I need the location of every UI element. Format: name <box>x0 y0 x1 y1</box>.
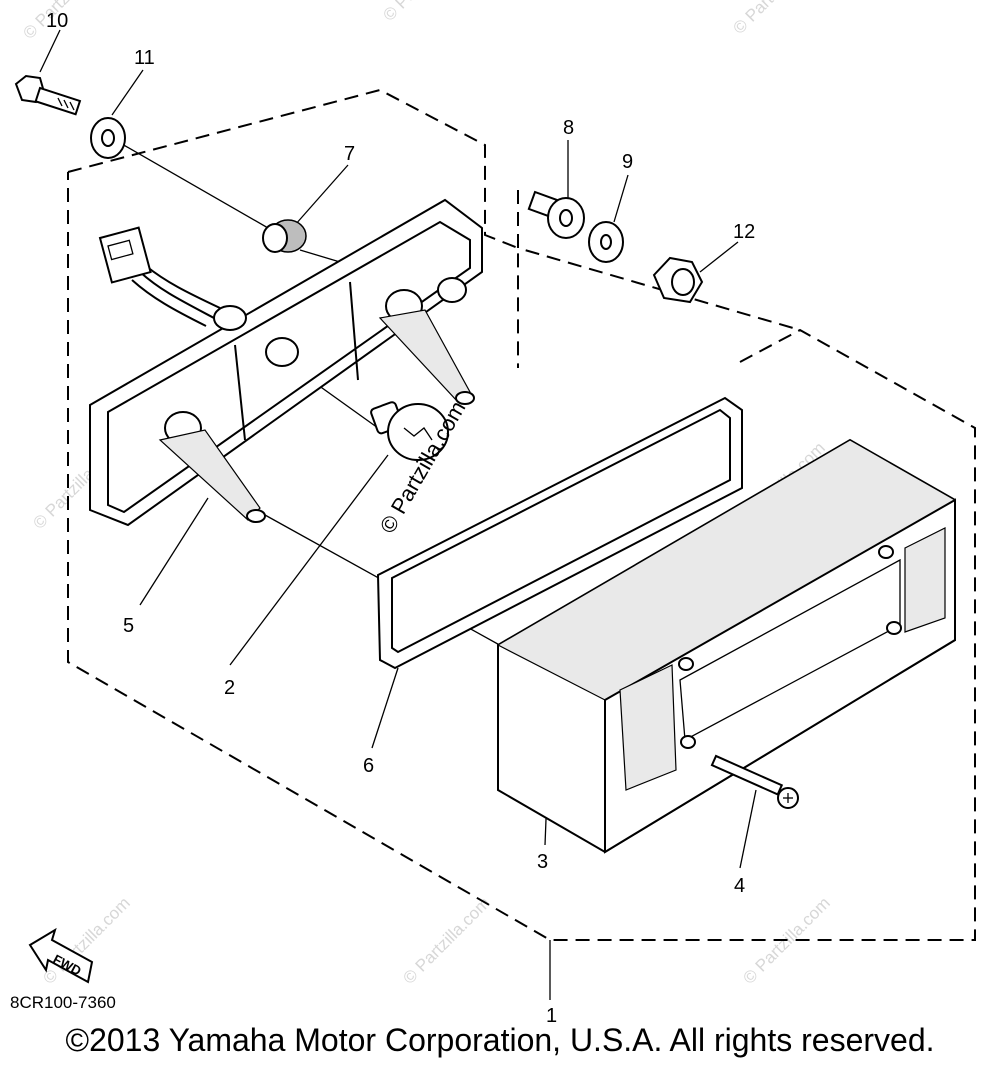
gasket-part-6 <box>376 396 743 670</box>
callout-1: 1 <box>546 1005 557 1027</box>
callout-9: 9 <box>622 151 633 173</box>
leader-lines <box>39 29 757 869</box>
nut-part-12 <box>652 256 704 304</box>
watermark: © Partzilla.com <box>379 0 473 25</box>
drawing-code: 8CR100-7360 <box>10 993 116 1012</box>
lens-part-3 <box>496 438 957 854</box>
screw-part-4 <box>710 754 799 809</box>
washer-part-11 <box>90 117 126 159</box>
callout-8: 8 <box>563 117 574 139</box>
grommet-part-7 <box>262 219 307 253</box>
callout-10: 10 <box>46 10 68 32</box>
callout-6: 6 <box>363 755 374 777</box>
bolt-part-10 <box>14 74 82 116</box>
watermark: © Partzilla.com <box>729 0 823 38</box>
collar-part-8 <box>527 190 585 239</box>
watermark: © Partzilla.com <box>399 893 493 987</box>
housing-part-5 <box>89 198 483 527</box>
callout-2: 2 <box>224 677 235 699</box>
copyright-notice: ©2013 Yamaha Motor Corporation, U.S.A. A… <box>65 1022 935 1058</box>
callout-5: 5 <box>123 615 134 637</box>
callout-4: 4 <box>734 875 745 897</box>
bulb-part-2 <box>370 401 449 461</box>
washer-part-9 <box>588 221 624 263</box>
assembly-outline <box>67 88 976 1000</box>
forward-arrow-icon: FWD <box>28 927 94 984</box>
callout-7: 7 <box>344 143 355 165</box>
callout-11: 11 <box>134 47 155 69</box>
callout-12: 12 <box>733 221 755 243</box>
callout-3: 3 <box>537 851 548 873</box>
